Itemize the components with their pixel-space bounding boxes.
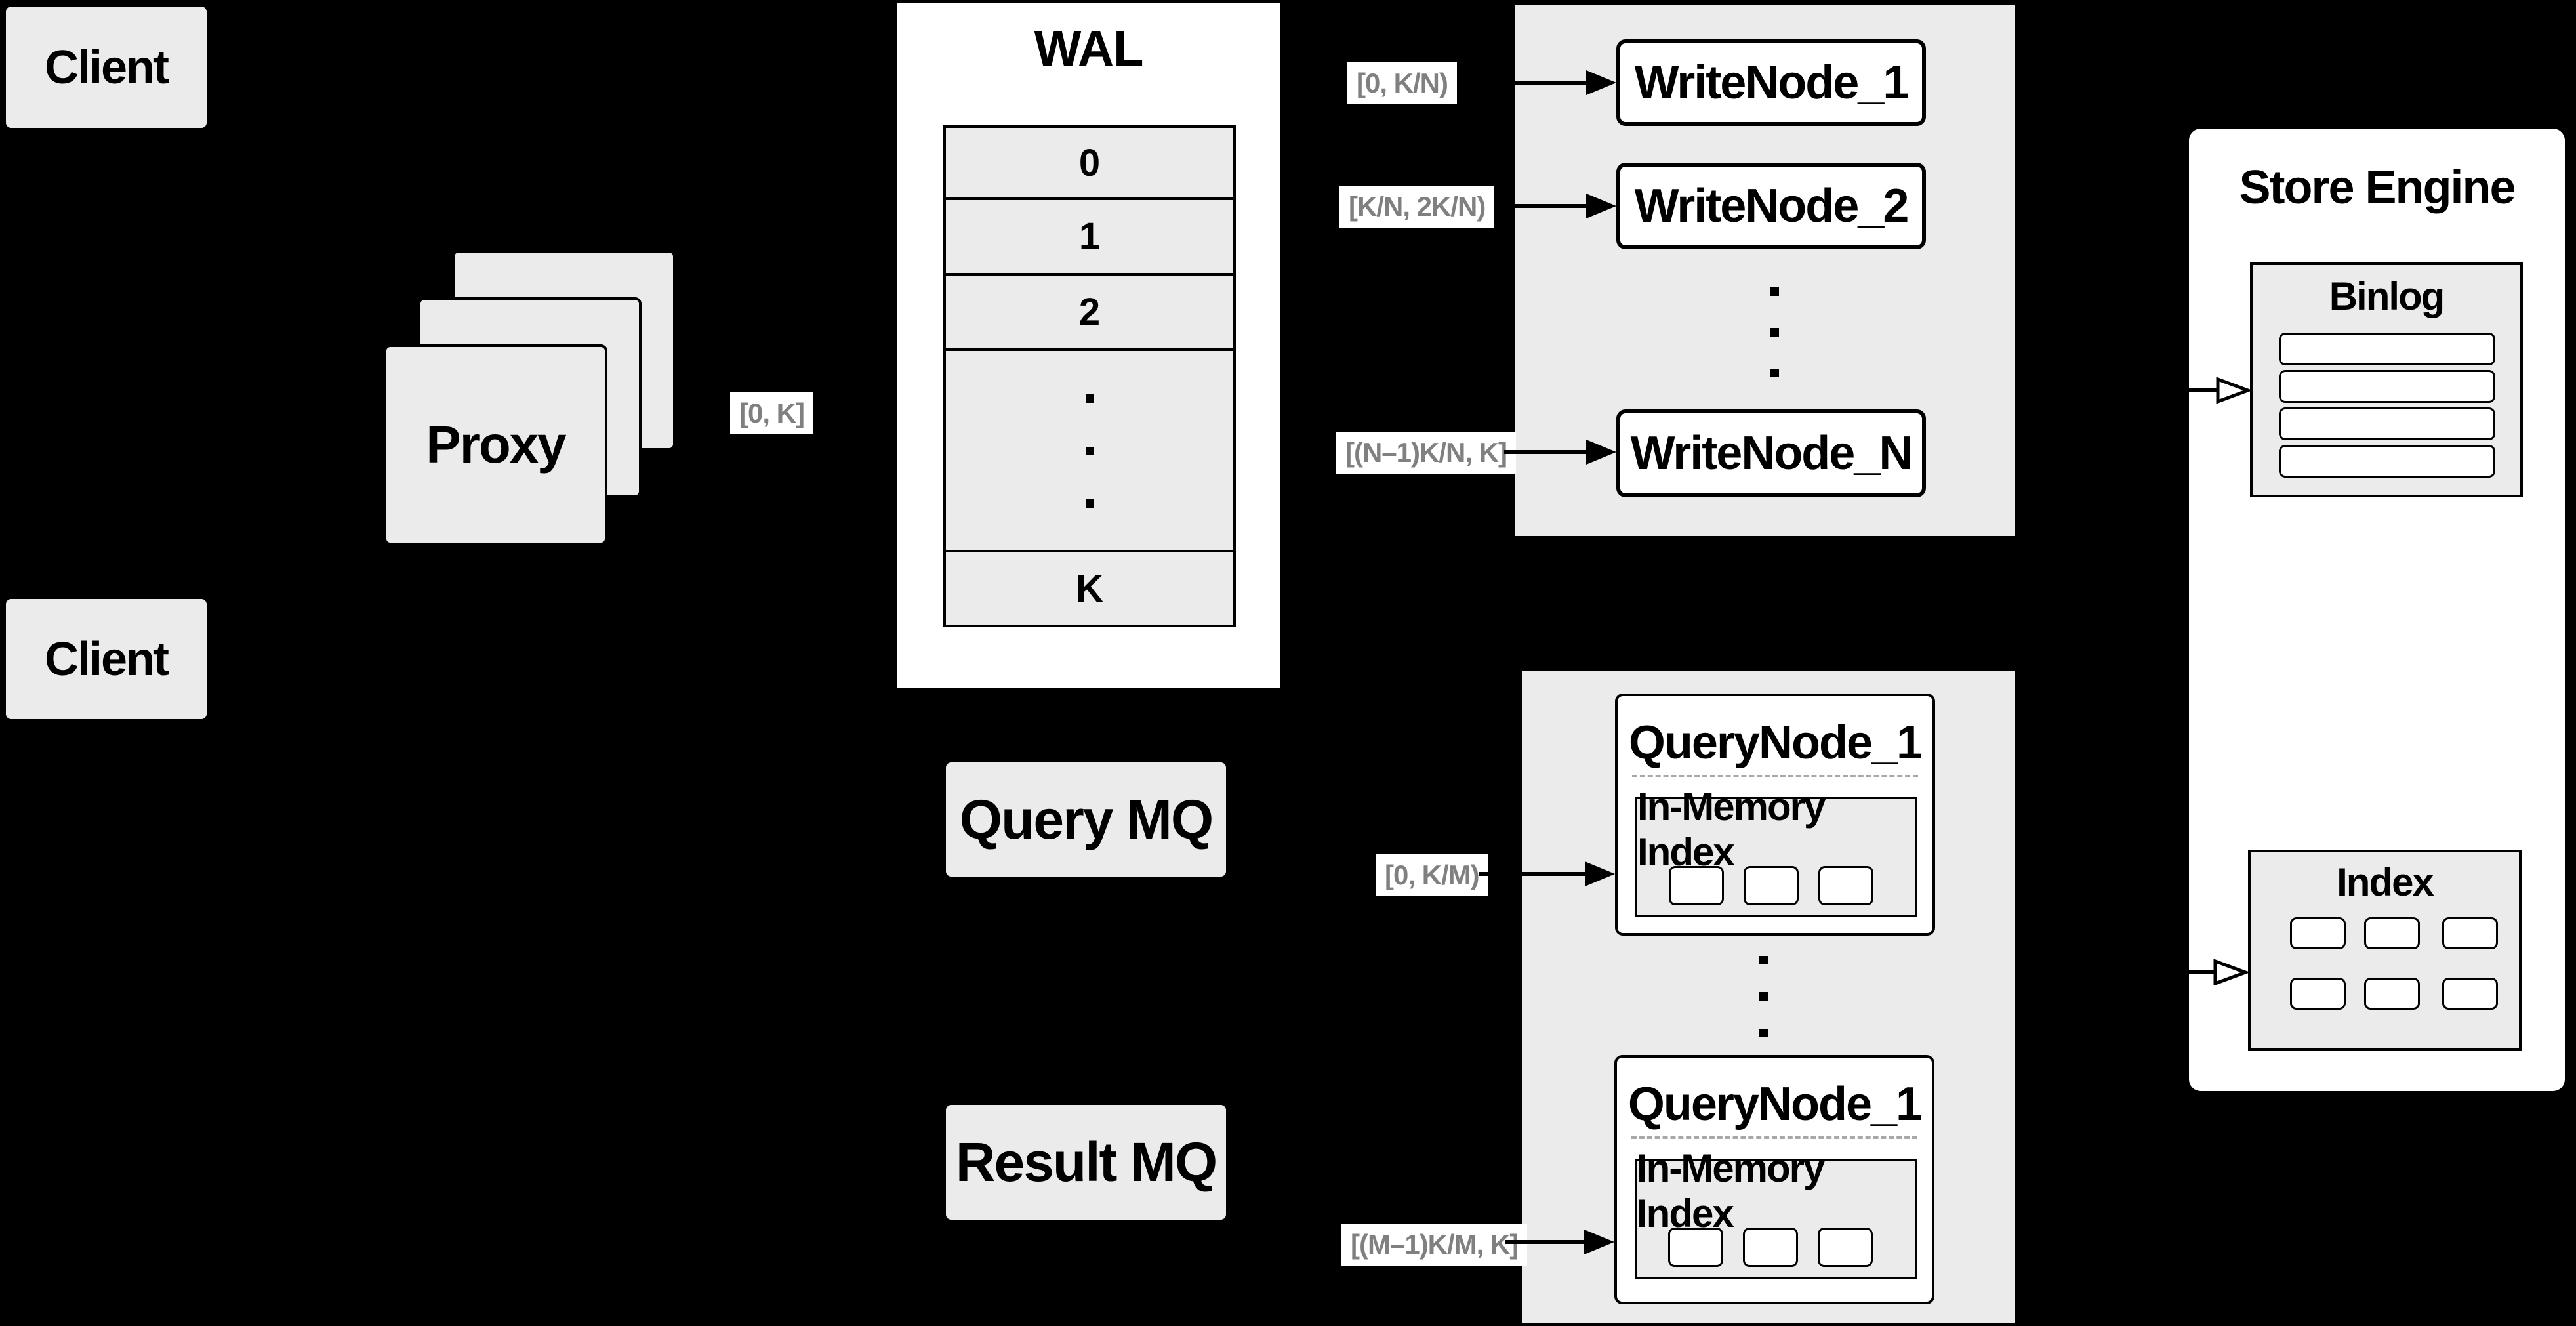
binlog-box: Binlog <box>2250 262 2523 497</box>
in-memory-cell <box>1669 866 1724 905</box>
index-cell <box>2364 917 2420 949</box>
client-bottom-label: Client <box>44 632 169 686</box>
index-box: Index <box>2248 850 2522 1051</box>
store-engine-title: Store Engine <box>2239 161 2516 214</box>
dashed-divider <box>1631 1136 1917 1139</box>
write-node-box-1: WriteNode_1 <box>1616 39 1926 126</box>
wal-table: 0 1 2 K <box>943 125 1236 627</box>
in-memory-cell <box>1743 1228 1798 1267</box>
proxy-label: Proxy <box>426 415 566 474</box>
index-cell <box>2364 978 2420 1010</box>
result-mq-box: Result MQ <box>946 1105 1226 1220</box>
solid-arrow-icon <box>1584 1230 1614 1254</box>
open-arrow-icon <box>2216 377 2251 404</box>
wal-row: 2 <box>946 276 1233 351</box>
client-top-label: Client <box>44 41 169 94</box>
write-range-label-3: [(N–1)K/N, K] <box>1336 432 1516 474</box>
write-node-label: WriteNode_2 <box>1634 180 1910 232</box>
query-range-label-bottom: [(M–1)K/M, K] <box>1341 1224 1528 1266</box>
write-range-label-1: [0, K/N) <box>1347 62 1457 104</box>
result-mq-label: Result MQ <box>955 1131 1217 1193</box>
in-memory-index-title: In-Memory Index <box>1637 1146 1825 1235</box>
ellipsis-dot-icon <box>1770 287 1779 296</box>
query-range-label-top: [0, K/M) <box>1376 854 1488 896</box>
ellipsis-dot-icon <box>1086 394 1094 403</box>
binlog-row <box>2279 445 2495 478</box>
solid-arrow-icon <box>1586 440 1616 465</box>
client-box-top: Client <box>6 7 207 128</box>
wal-title: WAL <box>1034 20 1144 77</box>
binlog-row <box>2279 370 2495 403</box>
in-memory-cell <box>1668 1228 1723 1267</box>
ellipsis-dot-icon <box>1086 447 1094 455</box>
binlog-row <box>2279 333 2495 365</box>
arrow-line <box>2189 970 2217 974</box>
write-range-label-2: [K/N, 2K/N) <box>1339 186 1495 228</box>
write-node-box-n: WriteNode_N <box>1616 409 1926 497</box>
wal-box: WAL 0 1 2 K <box>897 3 1280 688</box>
arrow-line <box>1476 81 1586 85</box>
index-cell <box>2290 978 2346 1010</box>
index-cell <box>2442 917 2498 949</box>
arrow-line <box>1479 872 1585 876</box>
in-memory-cell <box>1818 1228 1873 1267</box>
open-arrow-icon <box>2213 959 2249 985</box>
arrow-line <box>2189 388 2218 392</box>
binlog-title: Binlog <box>2329 274 2445 318</box>
in-memory-cell <box>1818 866 1873 905</box>
proxy-card-front: Proxy <box>384 344 607 545</box>
wal-row: 1 <box>946 200 1233 276</box>
solid-arrow-icon <box>1586 194 1616 218</box>
query-node-title: QueryNode_1 <box>1628 716 1923 769</box>
wal-row: 0 <box>946 128 1233 200</box>
query-node-box-top: QueryNode_1 In-Memory Index <box>1615 694 1935 936</box>
binlog-row <box>2279 407 2495 440</box>
query-node-box-bottom: QueryNode_1 In-Memory Index <box>1614 1055 1934 1304</box>
ellipsis-dot-icon <box>1759 992 1768 1001</box>
proxy-range-label: [0, K] <box>730 392 813 434</box>
in-memory-cell <box>1744 866 1799 905</box>
query-mq-box: Query MQ <box>946 762 1226 877</box>
write-node-label: WriteNode_N <box>1630 427 1913 480</box>
arrow-line <box>1505 1240 1584 1244</box>
index-cell <box>2290 917 2346 949</box>
dashed-divider <box>1632 775 1918 777</box>
write-node-label: WriteNode_1 <box>1634 56 1910 109</box>
ellipsis-dot-icon <box>1770 328 1779 337</box>
ellipsis-dot-icon <box>1759 1029 1768 1037</box>
arrow-line <box>1497 204 1586 208</box>
query-node-title: QueryNode_1 <box>1627 1078 1922 1130</box>
wal-row-last: K <box>1076 567 1103 610</box>
write-node-box-2: WriteNode_2 <box>1616 163 1926 249</box>
client-box-bottom: Client <box>6 599 207 719</box>
in-memory-index-box: In-Memory Index <box>1635 785 1917 917</box>
solid-arrow-icon <box>1585 861 1615 886</box>
query-mq-label: Query MQ <box>959 788 1214 850</box>
arrow-line <box>1504 450 1586 454</box>
wal-ellipsis-row <box>946 351 1233 552</box>
ellipsis-dot-icon <box>1086 499 1094 508</box>
in-memory-index-title: In-Memory Index <box>1637 785 1826 874</box>
ellipsis-dot-icon <box>1770 369 1779 377</box>
in-memory-index-box: In-Memory Index <box>1635 1146 1917 1279</box>
ellipsis-dot-icon <box>1759 956 1768 964</box>
store-engine-box: Store Engine Binlog Index <box>2189 129 2565 1091</box>
index-cell <box>2442 978 2498 1010</box>
index-title: Index <box>2337 860 2434 904</box>
solid-arrow-icon <box>1586 70 1616 95</box>
